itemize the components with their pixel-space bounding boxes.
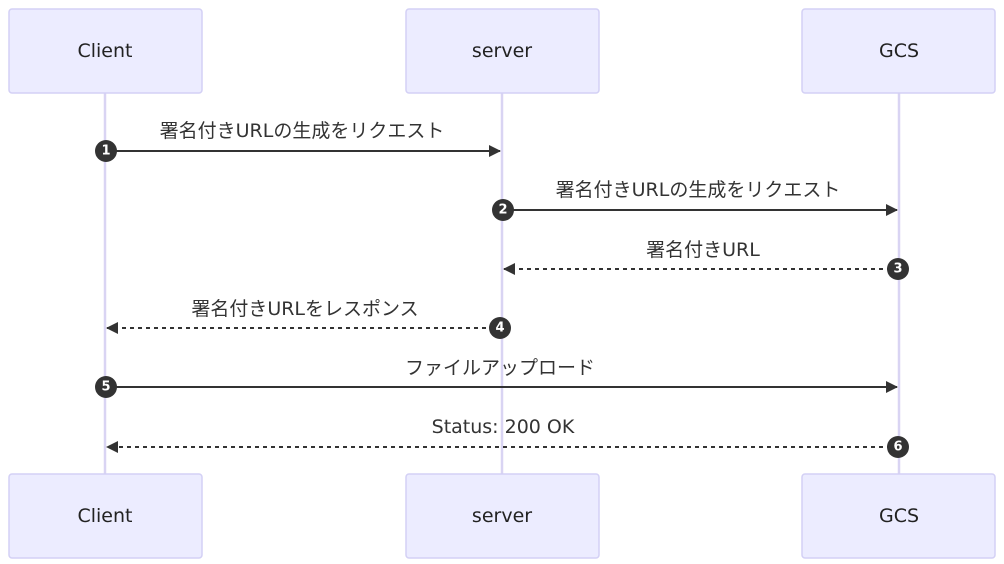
message-3: 署名付きURL 3	[503, 239, 909, 280]
step-number: 2	[498, 203, 507, 218]
step-number: 4	[495, 321, 504, 336]
message-1: 署名付きURLの生成をリクエスト 1	[95, 120, 501, 162]
message-label: 署名付きURLの生成をリクエスト	[556, 179, 841, 201]
message-label: ファイルアップロード	[405, 357, 595, 379]
actor-client-bottom[interactable]: Client	[8, 473, 203, 559]
message-label: 署名付きURLをレスポンス	[191, 298, 418, 320]
actor-server-top[interactable]: server	[405, 8, 600, 94]
actor-server-bottom[interactable]: server	[405, 473, 600, 559]
message-label: 署名付きURLの生成をリクエスト	[160, 120, 445, 142]
step-number-badge	[95, 140, 117, 162]
step-number: 5	[101, 380, 110, 395]
actor-label: GCS	[879, 505, 919, 527]
actor-label: Client	[77, 40, 132, 62]
message-label: 署名付きURL	[646, 239, 760, 261]
actor-box	[405, 8, 600, 94]
actor-label: server	[472, 40, 532, 62]
step-number-badge	[95, 376, 117, 398]
step-number: 1	[101, 144, 110, 159]
step-number: 6	[893, 440, 902, 455]
step-number-badge	[492, 199, 514, 221]
step-number: 3	[893, 262, 902, 277]
actor-label: server	[472, 505, 532, 527]
step-number-badge	[887, 436, 909, 458]
actor-client-top[interactable]: Client	[8, 8, 203, 94]
step-number-badge	[489, 317, 511, 339]
actor-gcs-bottom[interactable]: GCS	[801, 473, 996, 559]
message-2: 署名付きURLの生成をリクエスト 2	[492, 179, 898, 221]
actor-box	[8, 8, 203, 94]
actor-box	[8, 473, 203, 559]
actor-label: Client	[77, 505, 132, 527]
message-4: 署名付きURLをレスポンス 4	[106, 298, 511, 339]
actor-label: GCS	[879, 40, 919, 62]
actor-box	[405, 473, 600, 559]
step-number-badge	[887, 258, 909, 280]
message-6: Status: 200 OK 6	[106, 416, 909, 458]
message-label: Status: 200 OK	[432, 416, 575, 438]
message-5: ファイルアップロード 5	[95, 357, 898, 398]
actor-box	[801, 8, 996, 94]
actor-gcs-top[interactable]: GCS	[801, 8, 996, 94]
actor-box	[801, 473, 996, 559]
